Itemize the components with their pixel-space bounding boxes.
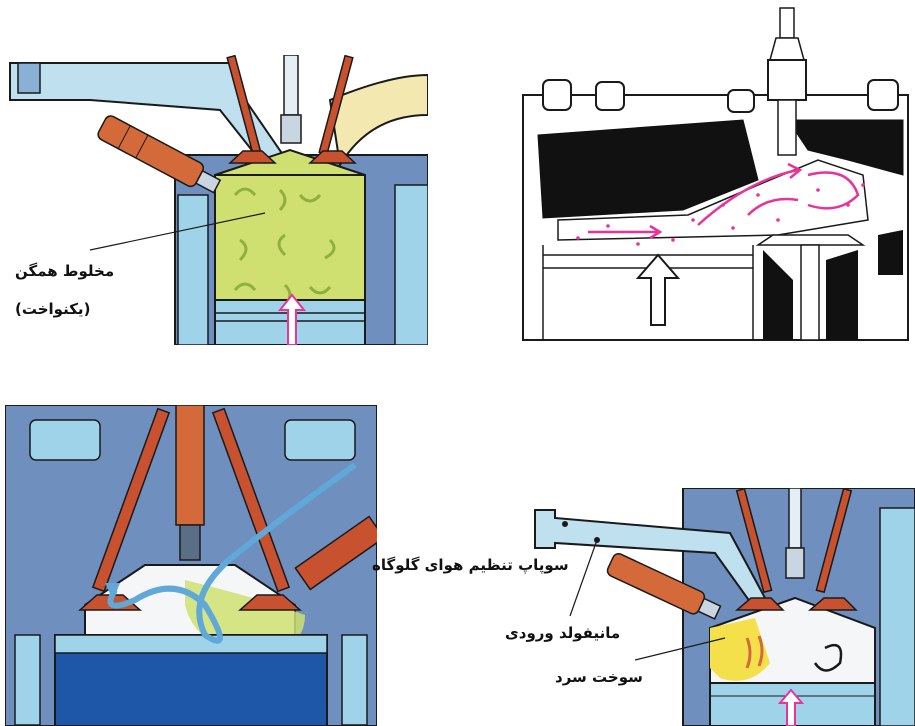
- spark-plug-icon: [281, 55, 301, 143]
- label-intake-manifold: مانیفولد ورودی: [505, 624, 620, 642]
- label-homogeneous-mixture: مخلوط همگن: [15, 262, 114, 280]
- swirl-flow-diagram: [518, 0, 915, 345]
- spark-plug-icon: [176, 405, 204, 560]
- label-cold-fuel: سوخت سرد: [555, 668, 643, 686]
- label-homogeneous-sub: (یکنواخت): [15, 300, 90, 318]
- spark-plug-icon: [786, 488, 804, 578]
- panel-wall-guided: [5, 405, 377, 726]
- coolant-jacket: [395, 185, 428, 345]
- panel-swirl-flow: [518, 0, 915, 345]
- port-flange: [18, 63, 40, 93]
- cold-fuel-diagram: [525, 488, 915, 726]
- coolant-jacket: [880, 508, 915, 726]
- label-throttle-valve: سوپاپ تنظیم هوای گلوگاه: [372, 556, 569, 574]
- wall-guided-diagram: [5, 405, 377, 726]
- throttle-point: [562, 521, 568, 527]
- panel-cold-fuel: [525, 488, 915, 726]
- coolant-jacket-left: [178, 195, 208, 345]
